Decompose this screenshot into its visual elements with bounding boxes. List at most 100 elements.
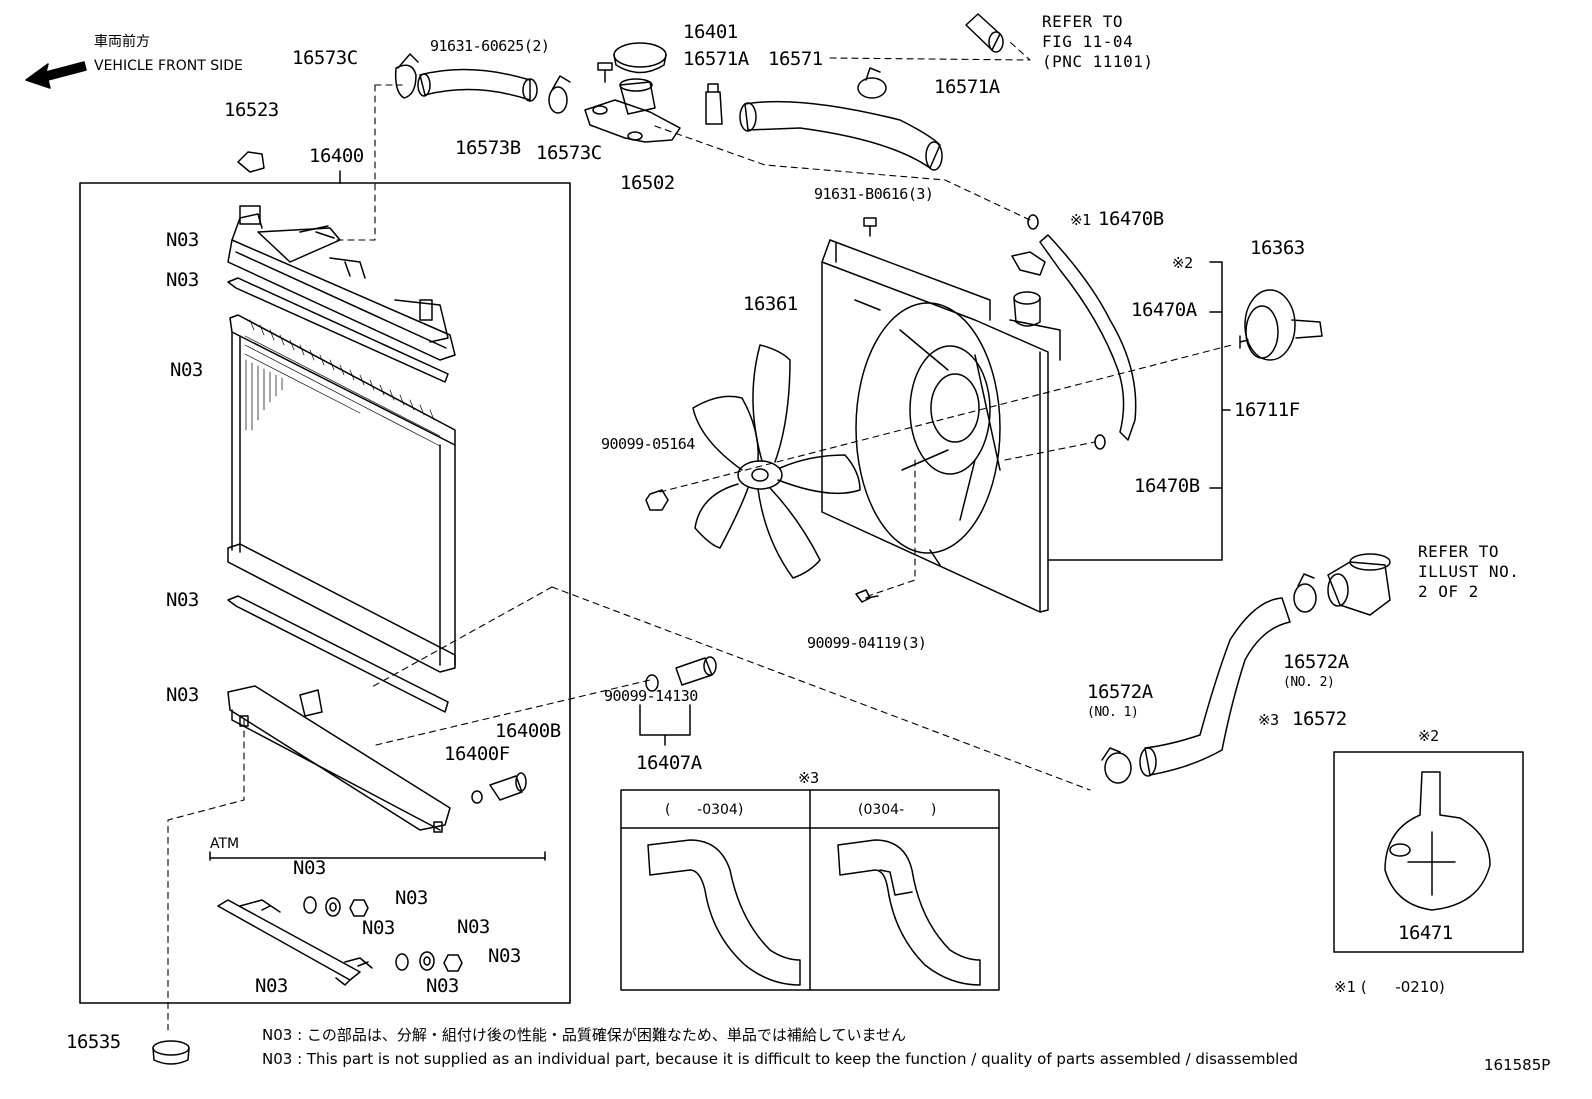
vehicle-front-label-jp: 車両前方 xyxy=(94,34,150,50)
part-label-16571A-a[interactable]: 16571A xyxy=(683,48,749,70)
part-label-16502[interactable]: 16502 xyxy=(620,172,675,194)
figure-id: 161585P xyxy=(1484,1056,1551,1074)
note-jp: N03 : この部品は、分解・組付け後の性能・品質確保が困難なため、単品では補給… xyxy=(262,1026,907,1044)
inset-col1-header: ( -0304) xyxy=(665,802,744,818)
bolt-91631-B0616 xyxy=(863,217,877,237)
clip-16470B-b xyxy=(1094,434,1106,450)
n03-label-atm-5[interactable]: N03 xyxy=(488,945,521,967)
part-label-16470B-a[interactable]: 16470B xyxy=(1098,208,1164,230)
n03-label-atm-7[interactable]: N03 xyxy=(255,975,288,997)
part-label-16571A-b[interactable]: 16571A xyxy=(934,76,1000,98)
inset-col2-header: (0304- ) xyxy=(858,802,937,818)
upper-gasket xyxy=(227,277,449,383)
refer-illust-note[interactable]: REFER TO ILLUST NO. 2 OF 2 xyxy=(1418,542,1519,602)
note-en: N03 : This part is not supplied as an in… xyxy=(262,1050,1299,1068)
vehicle-front-label-en: VEHICLE FRONT SIDE xyxy=(94,58,243,74)
part-label-16523[interactable]: 16523 xyxy=(224,99,279,121)
reservoir-hose-16470A xyxy=(1039,234,1137,441)
refer-fig-line1: REFER TO xyxy=(1042,12,1124,31)
part-label-16572A-no2[interactable]: 16572A xyxy=(1283,651,1349,673)
refer-fig-note[interactable]: REFER TO FIG 11-04 (PNC 11101) xyxy=(1042,12,1153,72)
part-label-16400[interactable]: 16400 xyxy=(309,145,364,167)
water-outlet-ref xyxy=(1327,553,1391,616)
clip-16571A-a xyxy=(705,83,723,125)
bolt-90099-04119 xyxy=(855,589,879,603)
refer-fig-line3: (PNC 11101) xyxy=(1042,52,1154,71)
lower-gasket xyxy=(227,595,449,713)
cap-16523 xyxy=(237,151,265,173)
atm-label: ATM xyxy=(210,836,240,852)
part-label-16361[interactable]: 16361 xyxy=(743,293,798,315)
part-label-16401[interactable]: 16401 xyxy=(683,21,738,43)
clip-16470B-a xyxy=(1027,214,1039,230)
n03-label-atm-4[interactable]: N03 xyxy=(457,916,490,938)
fan-shroud-16711F xyxy=(821,239,1061,613)
sub-label-no2: (NO. 2) xyxy=(1283,675,1335,690)
part-label-16572[interactable]: 16572 xyxy=(1292,708,1347,730)
cooling-fan-16361 xyxy=(692,344,861,579)
refer-illust-line2: ILLUST NO. xyxy=(1418,562,1520,581)
part-label-16571[interactable]: 16571 xyxy=(768,48,823,70)
part-label-16711F[interactable]: 16711F xyxy=(1234,399,1300,421)
hose-16571 xyxy=(739,100,943,171)
part-label-91631-B0616[interactable]: 91631-B0616(3) xyxy=(814,185,934,203)
part-label-90099-04119[interactable]: 90099-04119(3) xyxy=(807,634,927,652)
part-label-16470A[interactable]: 16470A xyxy=(1131,299,1197,321)
fan-nut-90099-05164 xyxy=(645,489,669,511)
hose-variant-inset xyxy=(620,789,1000,991)
n03-label-atm-2[interactable]: N03 xyxy=(395,887,428,909)
part-label-16573C-b[interactable]: 16573C xyxy=(536,142,602,164)
n03-label-atm-6[interactable]: N03 xyxy=(426,975,459,997)
refer-fig-line2: FIG 11-04 xyxy=(1042,32,1134,51)
part-label-16400F[interactable]: 16400F xyxy=(444,743,510,765)
cushion-16535 xyxy=(152,1040,190,1065)
part-label-90099-05164[interactable]: 90099-05164 xyxy=(601,435,695,453)
part-label-16573C-a[interactable]: 16573C xyxy=(292,47,358,69)
radiator-core xyxy=(227,314,456,673)
part-label-90099-14130[interactable]: 90099-14130 xyxy=(604,687,698,705)
clamp-16573C-b xyxy=(548,75,571,114)
mark-3: ※3 xyxy=(1258,711,1279,729)
clamp-16572A-no2 xyxy=(1293,573,1317,613)
radiator-upper-tank xyxy=(227,205,456,361)
radiator-lower-tank xyxy=(227,685,451,833)
upper-hose-16573B xyxy=(417,68,538,102)
footnote-1: ※1 ( -0210) xyxy=(1334,978,1445,996)
part-label-16407A[interactable]: 16407A xyxy=(636,752,702,774)
clamp-16573C-a xyxy=(394,53,419,99)
part-label-16470B-b[interactable]: 16470B xyxy=(1134,475,1200,497)
atm-oil-cooler xyxy=(209,851,546,986)
n03-label-atm-3[interactable]: N03 xyxy=(362,917,395,939)
part-label-16471[interactable]: 16471 xyxy=(1398,922,1453,944)
part-label-16363[interactable]: 16363 xyxy=(1250,237,1305,259)
water-inlet-16502 xyxy=(584,78,681,143)
refer-illust-line3: 2 OF 2 xyxy=(1418,582,1479,601)
sub-label-no1: (NO. 1) xyxy=(1087,705,1139,720)
mark-3-inset: ※3 xyxy=(798,769,819,787)
part-label-16572A-no1[interactable]: 16572A xyxy=(1087,681,1153,703)
n03-label-core[interactable]: N03 xyxy=(170,359,203,381)
n03-label-atm-1[interactable]: N03 xyxy=(293,857,326,879)
engine-hose-ref xyxy=(965,13,1004,53)
part-label-16573B[interactable]: 16573B xyxy=(455,137,521,159)
refer-illust-line1: REFER TO xyxy=(1418,542,1500,561)
n03-label-upper-gasket[interactable]: N03 xyxy=(166,269,199,291)
reservoir-cap-16471 xyxy=(1333,751,1524,953)
part-label-91631-60625[interactable]: 91631-60625(2) xyxy=(430,37,550,55)
mark-2-box: ※2 xyxy=(1418,727,1439,745)
hose-16572 xyxy=(1139,597,1291,777)
fan-motor-16363 xyxy=(1239,289,1323,361)
bolt-91631-60625 xyxy=(597,62,613,83)
drain-cock xyxy=(471,772,527,804)
clamp-16571A-b xyxy=(857,67,887,99)
vehicle-front-arrow-icon xyxy=(25,61,87,89)
radiator-cap-16401 xyxy=(613,42,667,74)
part-label-16400B[interactable]: 16400B xyxy=(495,720,561,742)
n03-label-upper-tank[interactable]: N03 xyxy=(166,229,199,251)
mark-1: ※1 xyxy=(1070,211,1091,229)
part-label-16535[interactable]: 16535 xyxy=(66,1031,121,1053)
n03-label-lower-tank[interactable]: N03 xyxy=(166,684,199,706)
n03-label-lower-gasket[interactable]: N03 xyxy=(166,589,199,611)
